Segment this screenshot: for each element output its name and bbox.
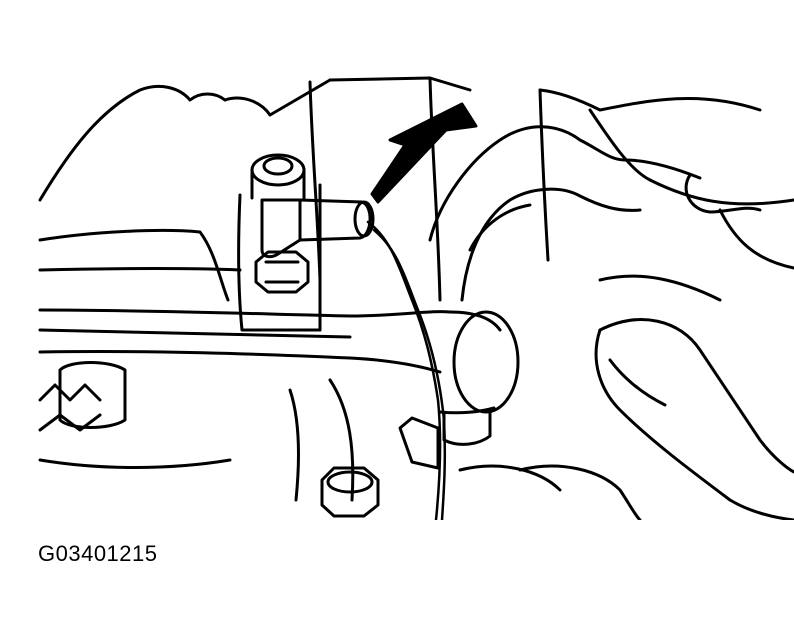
pointer-arrow (370, 102, 478, 204)
stud-top-inner (262, 156, 294, 176)
right-bulge (684, 173, 762, 214)
bracket-plate (237, 193, 322, 332)
gear-teeth-left (38, 383, 102, 432)
sensor-body (260, 198, 372, 259)
pipe-inner (468, 203, 532, 252)
hose-outer (598, 318, 794, 474)
tube-coupling (452, 310, 520, 414)
cross-tube-bottom (38, 349, 442, 374)
figure-id-label: G03401215 (38, 541, 158, 566)
right-contour (648, 178, 794, 206)
engine-face-lower (38, 267, 242, 272)
housing-right-wall (428, 76, 442, 302)
lower-bracket (398, 416, 440, 470)
hose-inner (594, 328, 794, 520)
mid-vertical (538, 88, 550, 262)
nut-left (254, 250, 310, 294)
pipe-upper (428, 125, 702, 242)
engine-top-edge (223, 78, 332, 117)
lower-right-contour (598, 274, 722, 302)
right-tube-top (718, 208, 794, 270)
lower-housing (288, 378, 355, 502)
upper-right-body (538, 88, 762, 112)
bottom-bolt-head (320, 466, 380, 518)
sensor-wire (366, 220, 442, 520)
housing-top (328, 76, 472, 92)
gear-lower-body (58, 361, 127, 429)
engine-face-left (38, 228, 230, 302)
pipe-lower (460, 187, 642, 302)
cross-tube-top (38, 308, 452, 318)
lower-right-body (518, 464, 642, 520)
engine-upper-outline (38, 84, 227, 202)
coupling-flange (442, 408, 492, 446)
upper-right-contour (588, 108, 652, 182)
